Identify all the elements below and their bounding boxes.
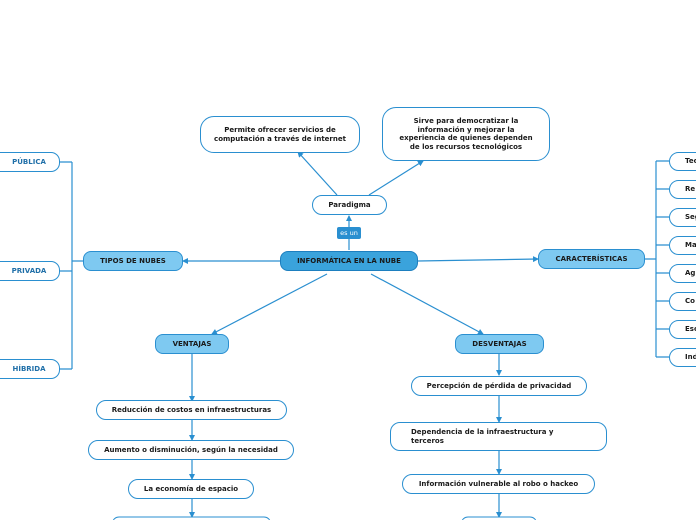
caracteristica-6[interactable]: Co <box>669 292 696 311</box>
caracteristica-1[interactable]: Tec <box>669 152 696 171</box>
caracteristica-3[interactable]: Seg <box>669 208 696 227</box>
central-label: INFORMÁTICA EN LA NUBE <box>297 256 401 265</box>
ventaja-2[interactable]: Aumento o disminución, según la necesida… <box>88 440 294 460</box>
desventaja-2-label: Dependencia de la infraestructura y terc… <box>411 428 554 445</box>
caracteristica-5[interactable]: Ag <box>669 264 696 283</box>
tipo-publica[interactable]: PÚBLICA <box>0 152 60 172</box>
edge-paradigma-sirve <box>368 160 424 196</box>
edge-central-caracteristicas <box>417 256 539 263</box>
edge-paradigma-permite <box>297 151 338 196</box>
paradigma-child-permite-label: Permite ofrecer servicios de computación… <box>214 126 346 143</box>
tipo-publica-label: PÚBLICA <box>12 157 46 166</box>
desventaja-3[interactable]: Información vulnerable al robo o hackeo <box>402 474 595 494</box>
desventajas-label: DESVENTAJAS <box>472 339 527 348</box>
caracteristica-7[interactable]: Esc <box>669 320 696 339</box>
tipo-hibrida[interactable]: HÍBRIDA <box>0 359 60 379</box>
tipos-label: TIPOS DE NUBES <box>100 256 166 265</box>
ventajas-node[interactable]: VENTAJAS <box>155 334 229 354</box>
ventaja-2-label: Aumento o disminución, según la necesida… <box>104 445 278 454</box>
tipo-hibrida-label: HÍBRIDA <box>12 364 46 373</box>
central-node[interactable]: INFORMÁTICA EN LA NUBE <box>280 251 418 271</box>
edge-central-ventajas <box>211 273 328 335</box>
caracteristica-8[interactable]: Ind <box>669 348 696 367</box>
paradigma-child-permite[interactable]: Permite ofrecer servicios de computación… <box>200 116 360 153</box>
caracteristica-8-label: Ind <box>685 353 696 362</box>
desventajas-node[interactable]: DESVENTAJAS <box>455 334 544 354</box>
desventaja-1[interactable]: Percepción de pérdida de privacidad <box>411 376 587 396</box>
tipos-node[interactable]: TIPOS DE NUBES <box>83 251 183 271</box>
ventaja-3[interactable]: La economía de espacio <box>128 479 254 499</box>
caracteristica-5-label: Ag <box>685 269 696 278</box>
paradigma-child-sirve-label: Sirve para democratizar la información y… <box>399 117 533 151</box>
edge-central-desventajas <box>370 273 484 335</box>
desventaja-1-label: Percepción de pérdida de privacidad <box>426 381 572 390</box>
ventajas-item-partial <box>112 516 271 520</box>
edge-caracteristicas-bracket <box>645 160 669 358</box>
desventajas-item-partial <box>461 516 537 520</box>
link-label-es-un: es un <box>337 227 361 239</box>
desventaja-3-label: Información vulnerable al robo o hackeo <box>418 479 579 488</box>
caracteristica-7-label: Esc <box>685 325 696 334</box>
ventajas-label: VENTAJAS <box>172 339 212 348</box>
tipo-privada-label: PRIVADA <box>11 266 47 275</box>
ventaja-1-label: Reducción de costos en infraestructuras <box>111 405 272 414</box>
caracteristica-3-label: Seg <box>685 213 696 222</box>
caracteristica-6-label: Co <box>685 297 695 306</box>
paradigma-label: Paradigma <box>328 200 371 209</box>
edge-tipos-bracket <box>60 161 83 370</box>
caracteristica-4[interactable]: Ma <box>669 236 696 255</box>
paradigma-child-sirve[interactable]: Sirve para democratizar la información y… <box>382 107 550 161</box>
caracteristica-1-label: Tec <box>685 157 696 166</box>
caracteristicas-node[interactable]: CARACTERÍSTICAS <box>538 249 645 269</box>
caracteristica-2[interactable]: Re <box>669 180 696 199</box>
ventaja-3-label: La economía de espacio <box>143 484 239 493</box>
ventaja-1[interactable]: Reducción de costos en infraestructuras <box>96 400 287 420</box>
caracteristica-4-label: Ma <box>685 241 696 250</box>
paradigma-node[interactable]: Paradigma <box>312 195 387 215</box>
tipo-privada[interactable]: PRIVADA <box>0 261 60 281</box>
desventaja-2[interactable]: Dependencia de la infraestructura y terc… <box>390 422 607 451</box>
caracteristica-2-label: Re <box>685 185 696 194</box>
caracteristicas-label: CARACTERÍSTICAS <box>555 254 628 263</box>
